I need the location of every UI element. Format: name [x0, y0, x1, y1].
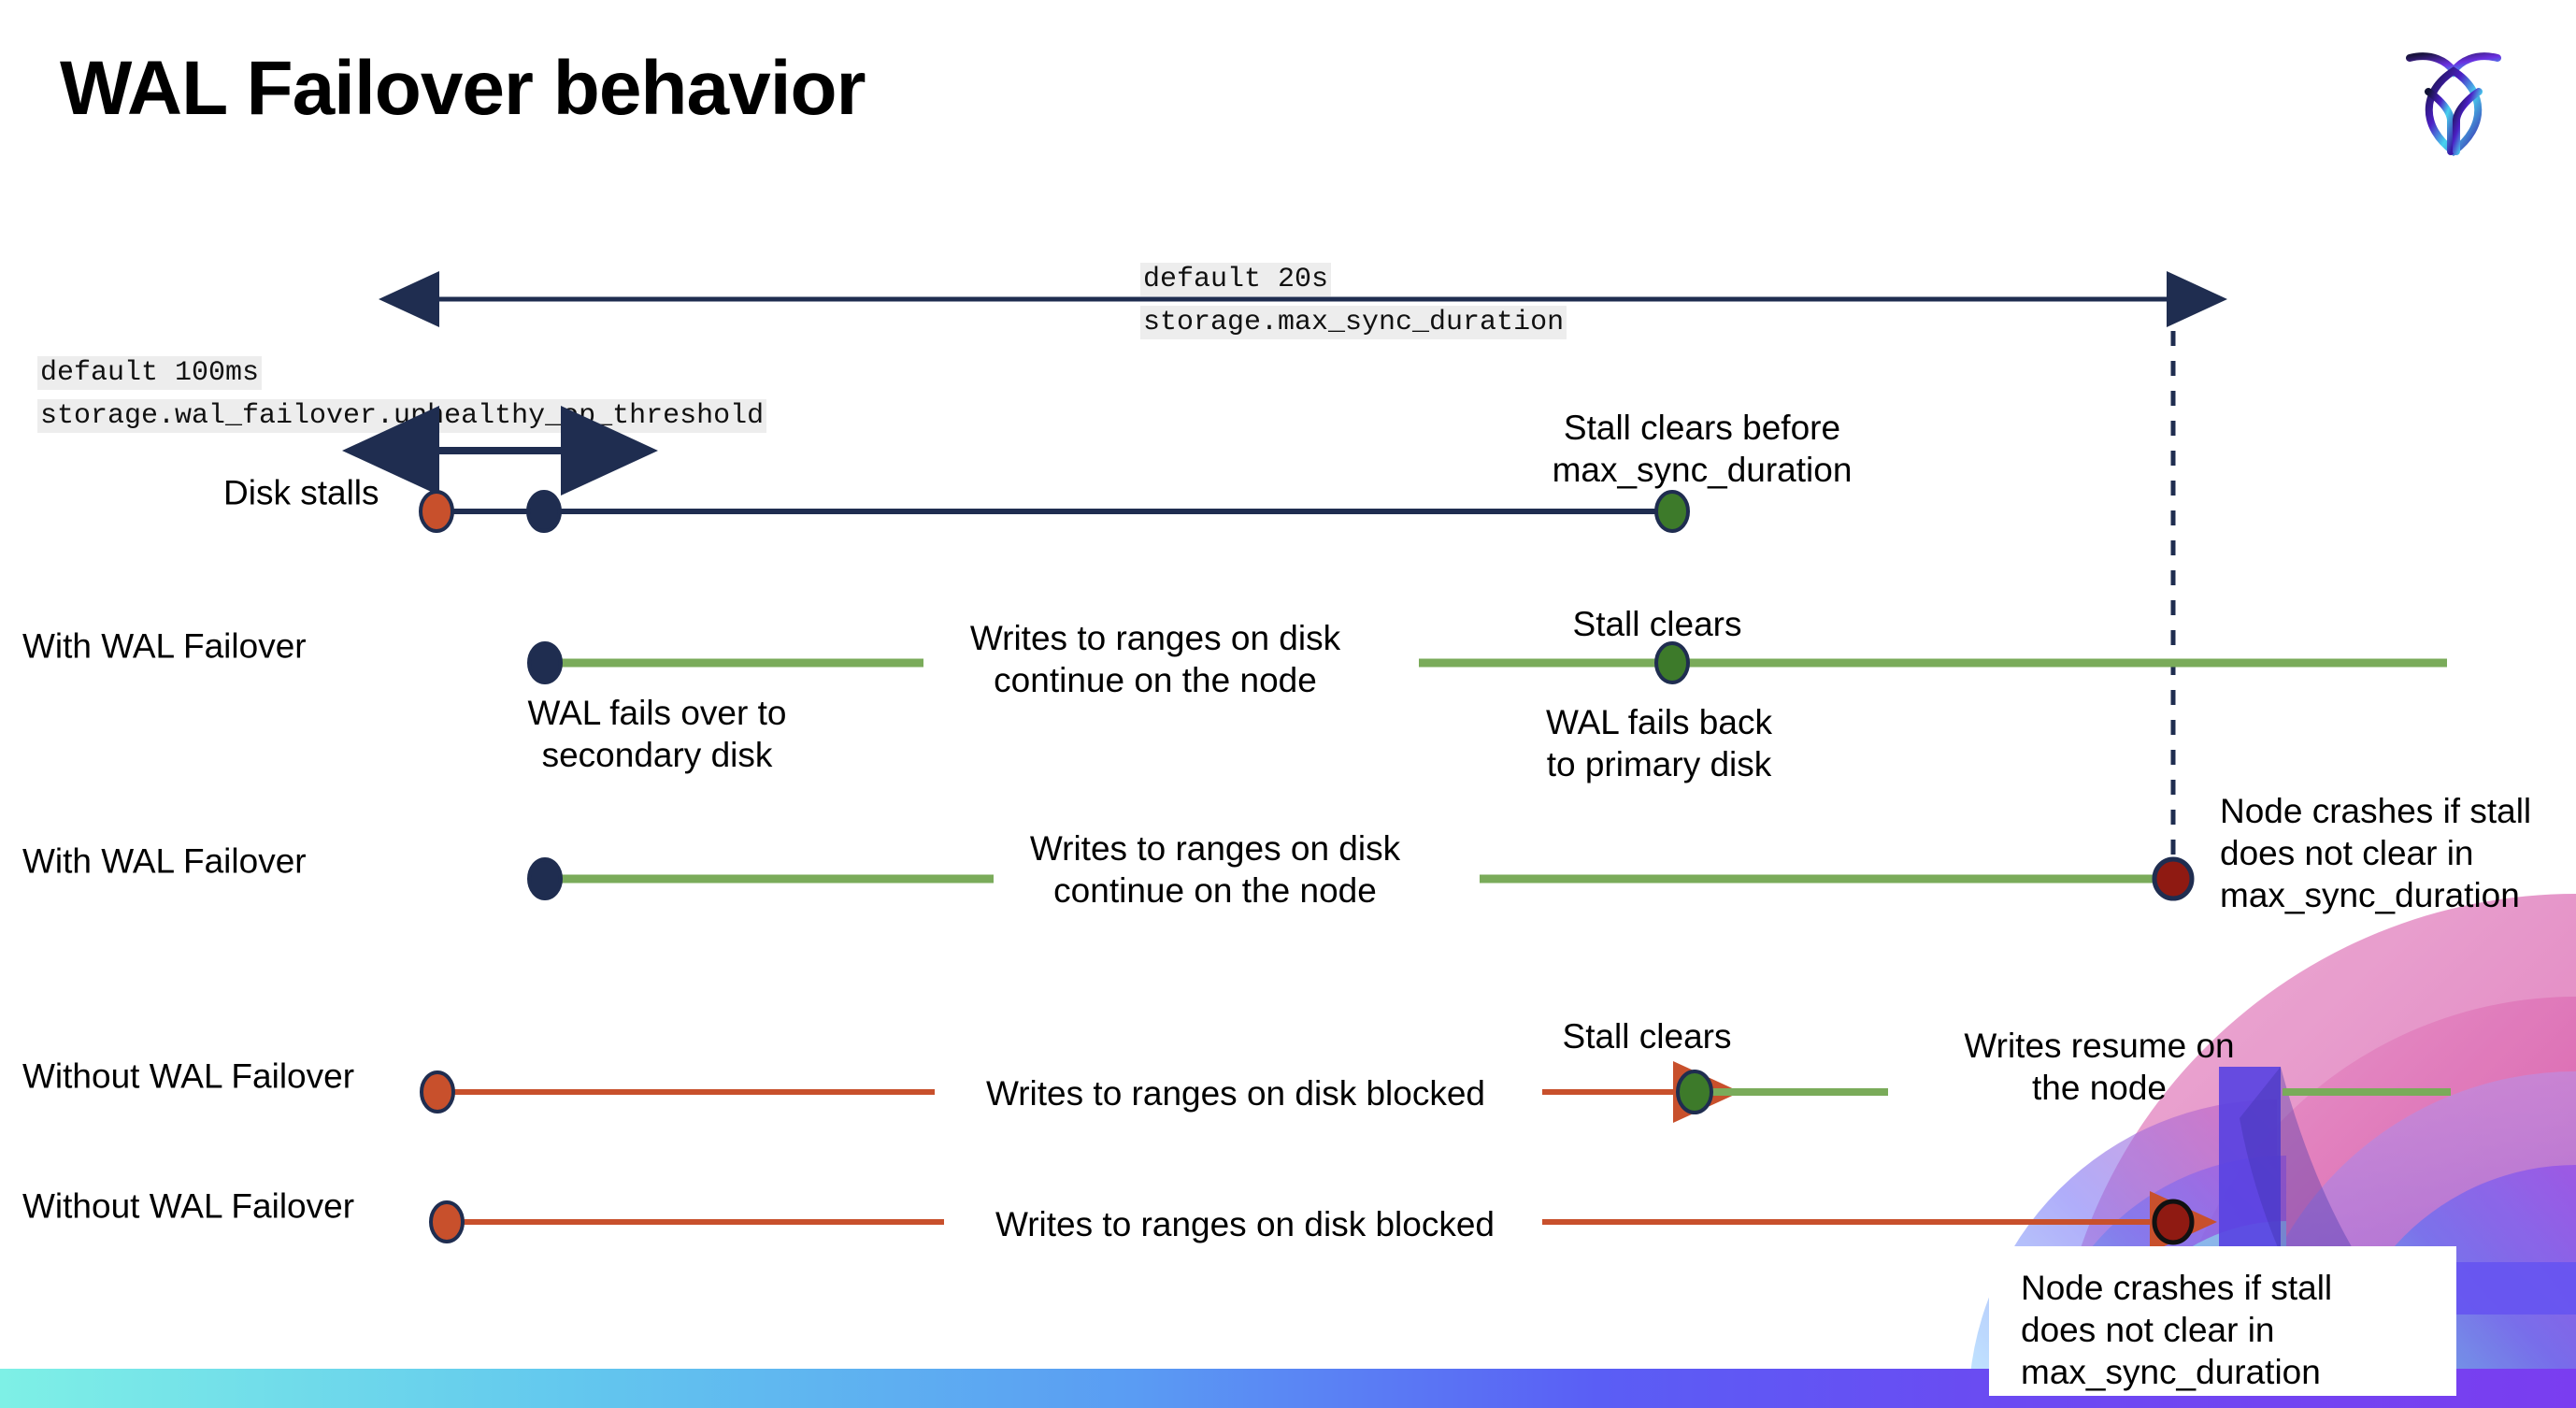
row-label-disk-stalls: Disk stalls: [223, 473, 379, 512]
row-label-with-wal-failover-1: With WAL Failover: [22, 626, 307, 666]
note-stall-clears-1: Stall clears: [1572, 605, 1742, 643]
marker-failover: [527, 857, 563, 900]
note-writes-continue-2: Writes to ranges on disk continue on the…: [1029, 829, 1401, 911]
note-node-crashes-1: Node crashes if stall does not clear in …: [2220, 792, 2532, 915]
row-label-without-wal-failover-1: Without WAL Failover: [22, 1056, 355, 1096]
marker-stall-start: [429, 1200, 465, 1243]
marker-stall-clear: [1654, 490, 1690, 533]
marker-node-crash: [2152, 1199, 2195, 1245]
callout-node-crashes-2-text: Node crashes if stall does not clear in …: [2021, 1269, 2333, 1392]
row-with-wal-failover-2-track: [527, 856, 2195, 901]
marker-stall-start: [420, 1070, 455, 1113]
marker-failover: [526, 490, 562, 533]
row-with-wal-failover-1-track: [527, 641, 2447, 684]
note-writes-continue-1: Writes to ranges on disk continue on the…: [969, 619, 1341, 700]
row-label-with-wal-failover-2: With WAL Failover: [22, 841, 307, 881]
marker-node-crash: [2152, 856, 2195, 901]
marker-stall-clear: [1654, 641, 1690, 684]
cockroachdb-logo-icon: [2406, 52, 2501, 156]
note-writes-resume: Writes resume on the node: [1964, 1027, 2235, 1108]
marker-stall-start: [419, 490, 454, 533]
callout-node-crashes-2: Node crashes if stall does not clear in …: [1989, 1246, 2456, 1396]
note-writes-blocked-2: Writes to ranges on disk blocked: [995, 1205, 1496, 1243]
row-label-without-wal-failover-2: Without WAL Failover: [22, 1186, 355, 1226]
note-stall-clears-2: Stall clears: [1562, 1017, 1732, 1056]
marker-failover: [527, 641, 563, 684]
note-stall-clears-before-max-sync: Stall clears before max_sync_duration: [1552, 409, 1853, 490]
note-wal-fails-back: WAL fails back to primary disk: [1546, 703, 1772, 784]
marker-stall-clear: [1676, 1070, 1713, 1114]
row-without-wal-failover-1-track: [420, 1061, 2451, 1123]
unhealthy-default-text: default 100ms: [37, 356, 263, 390]
page-title: WAL Failover behavior: [60, 46, 866, 131]
row-disk-stalls-track: [419, 490, 1690, 533]
row-without-wal-failover-2-track: [429, 1191, 2217, 1253]
note-wal-fails-over: WAL fails over to secondary disk: [527, 694, 787, 775]
note-writes-blocked-1: Writes to ranges on disk blocked: [985, 1074, 1486, 1113]
